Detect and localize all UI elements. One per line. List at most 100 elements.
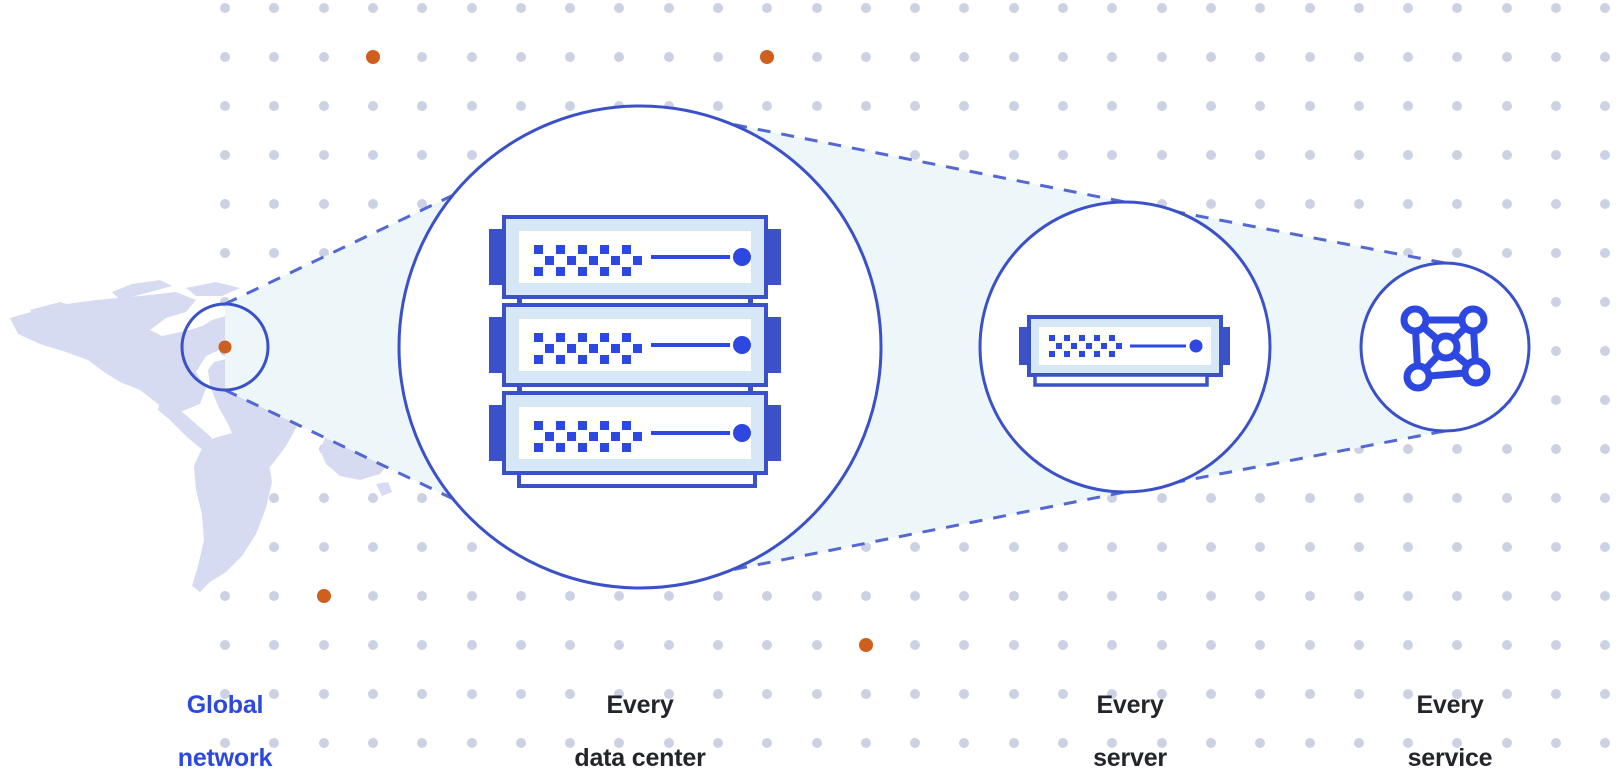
- grid-dot: [910, 689, 920, 699]
- grid-dot: [1551, 199, 1561, 209]
- grid-dot: [1107, 591, 1117, 601]
- grid-dot: [319, 248, 329, 258]
- grid-dot: [1107, 3, 1117, 13]
- grid-dot: [1009, 52, 1019, 62]
- grid-dot: [1502, 493, 1512, 503]
- grid-dot: [1009, 738, 1019, 748]
- grid-dot: [959, 738, 969, 748]
- grid-dot: [1206, 738, 1216, 748]
- grid-dot: [1354, 689, 1364, 699]
- grid-dot: [1107, 101, 1117, 111]
- grid-dot: [565, 591, 575, 601]
- grid-dot: [959, 542, 969, 552]
- grid-dot: [910, 101, 920, 111]
- grid-dot: [368, 493, 378, 503]
- grid-dot: [269, 640, 279, 650]
- grid-dot: [368, 542, 378, 552]
- grid-dot: [1452, 640, 1462, 650]
- grid-dot: [1600, 738, 1610, 748]
- grid-dot: [1206, 199, 1216, 209]
- grid-dot: [1009, 591, 1019, 601]
- grid-dot: [1107, 640, 1117, 650]
- grid-dot: [1600, 542, 1610, 552]
- grid-dot: [1157, 101, 1167, 111]
- grid-dot: [1502, 542, 1512, 552]
- grid-dot: [1502, 3, 1512, 13]
- grid-dot: [1551, 150, 1561, 160]
- global-network-pin-icon: [218, 340, 232, 354]
- grid-dot: [1305, 493, 1315, 503]
- grid-dot: [614, 640, 624, 650]
- grid-dot: [1600, 199, 1610, 209]
- grid-dot: [1551, 297, 1561, 307]
- grid-dot: [1305, 591, 1315, 601]
- grid-dot: [614, 591, 624, 601]
- grid-dot: [664, 591, 674, 601]
- grid-dot: [1354, 640, 1364, 650]
- grid-dot: [1600, 52, 1610, 62]
- grid-dot: [1354, 199, 1364, 209]
- grid-dot: [1305, 542, 1315, 552]
- grid-dot: [910, 3, 920, 13]
- grid-dot: [417, 52, 427, 62]
- grid-dot: [1206, 493, 1216, 503]
- grid-dot: [910, 591, 920, 601]
- grid-dot: [1255, 101, 1265, 111]
- grid-dot: [516, 101, 526, 111]
- grid-dot: [1502, 248, 1512, 258]
- grid-dot: [1502, 199, 1512, 209]
- single-server-vents: [1049, 335, 1122, 357]
- grid-dot: [614, 738, 624, 748]
- grid-dot: [417, 591, 427, 601]
- grid-dot: [1305, 640, 1315, 650]
- grid-dot: [1403, 52, 1413, 62]
- grid-dot: [1403, 444, 1413, 454]
- grid-dot: [1255, 199, 1265, 209]
- grid-dot: [269, 199, 279, 209]
- grid-dot: [762, 689, 772, 699]
- grid-dot: [1009, 640, 1019, 650]
- grid-dot: [1107, 738, 1117, 748]
- grid-dot: [1452, 493, 1462, 503]
- grid-dot: [269, 248, 279, 258]
- grid-dot: [762, 3, 772, 13]
- grid-dot: [664, 738, 674, 748]
- grid-dot: [664, 640, 674, 650]
- grid-dot: [1403, 542, 1413, 552]
- grid-dot: [1600, 3, 1610, 13]
- grid-dot: [1502, 101, 1512, 111]
- grid-dot: [1403, 591, 1413, 601]
- grid-dot: [1157, 640, 1167, 650]
- grid-dot: [368, 101, 378, 111]
- server-rack-icon: [489, 215, 781, 488]
- grid-dot: [368, 640, 378, 650]
- grid-dot: [1354, 150, 1364, 160]
- grid-dot: [319, 199, 329, 209]
- grid-dot: [319, 493, 329, 503]
- grid-dot: [269, 3, 279, 13]
- grid-dot: [269, 150, 279, 160]
- grid-dot: [1551, 689, 1561, 699]
- grid-dot: [762, 640, 772, 650]
- grid-dot-highlight: [317, 589, 331, 603]
- grid-dot: [1403, 101, 1413, 111]
- grid-dot: [565, 101, 575, 111]
- grid-dot: [1403, 150, 1413, 160]
- grid-dot: [1403, 738, 1413, 748]
- grid-dot: [959, 3, 969, 13]
- grid-dot: [1009, 3, 1019, 13]
- grid-dot: [220, 52, 230, 62]
- grid-dot: [861, 101, 871, 111]
- grid-dot: [269, 493, 279, 503]
- grid-dot: [1551, 738, 1561, 748]
- grid-dot: [220, 150, 230, 160]
- rack-unit-1: [489, 215, 781, 299]
- grid-dot: [417, 689, 427, 699]
- grid-dot: [1403, 640, 1413, 650]
- grid-dot: [1255, 52, 1265, 62]
- grid-dot: [1354, 493, 1364, 503]
- grid-dot: [319, 150, 329, 160]
- grid-dot: [614, 52, 624, 62]
